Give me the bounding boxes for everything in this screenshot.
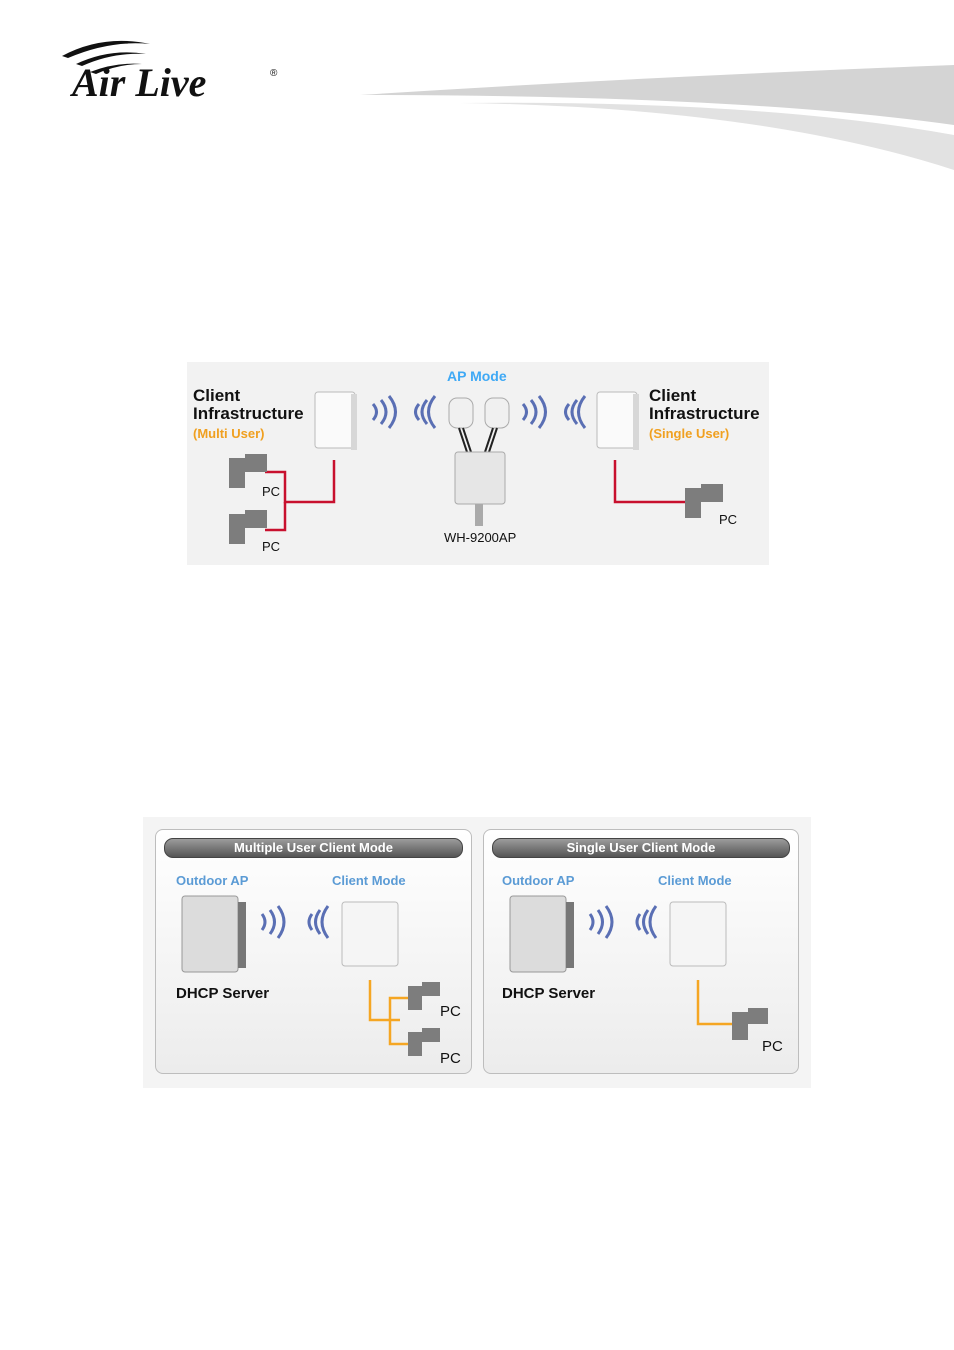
right-subtitle: (Single User): [649, 426, 729, 441]
panel-server-label: DHCP Server: [502, 985, 595, 1002]
client-mode-diagram: Multiple User Client Mode Outdoor AP Cli…: [143, 817, 811, 1088]
right-pc-label: PC: [719, 512, 737, 527]
left-subtitle: (Multi User): [193, 426, 265, 441]
panel-server-label: DHCP Server: [176, 985, 269, 1002]
left-pc-label-2: PC: [262, 539, 280, 554]
panel-graphics: [484, 830, 798, 1073]
panel-pc-label-2: PC: [440, 1050, 461, 1067]
ap-mode-title: AP Mode: [447, 368, 507, 384]
panel-ap-label: Outdoor AP: [502, 873, 574, 888]
center-device-label: WH-9200AP: [444, 530, 516, 545]
left-pc-label-1: PC: [262, 484, 280, 499]
svg-text:®: ®: [270, 68, 278, 79]
panel-client-label: Client Mode: [658, 873, 732, 888]
panel-multiple-user: Multiple User Client Mode Outdoor AP Cli…: [155, 829, 472, 1074]
panel-pc-label: PC: [762, 1038, 783, 1055]
panel-pc-label-1: PC: [440, 1003, 461, 1020]
left-title-line2: Infrastructure: [193, 405, 304, 423]
panel-client-label: Client Mode: [332, 873, 406, 888]
right-title-line2: Infrastructure: [649, 405, 760, 423]
panel-graphics: [156, 830, 471, 1073]
left-title-line1: Client: [193, 387, 240, 405]
header-swoosh: [340, 55, 954, 180]
right-title-line1: Client: [649, 387, 696, 405]
panel-ap-label: Outdoor AP: [176, 873, 248, 888]
ap-mode-diagram: AP Mode Client Infrastructure (Multi Use…: [187, 362, 769, 565]
airlive-logo: Air Live ®: [58, 36, 288, 106]
panel-single-user: Single User Client Mode Outdoor AP Clien…: [483, 829, 799, 1074]
svg-text:Air Live: Air Live: [69, 60, 206, 105]
